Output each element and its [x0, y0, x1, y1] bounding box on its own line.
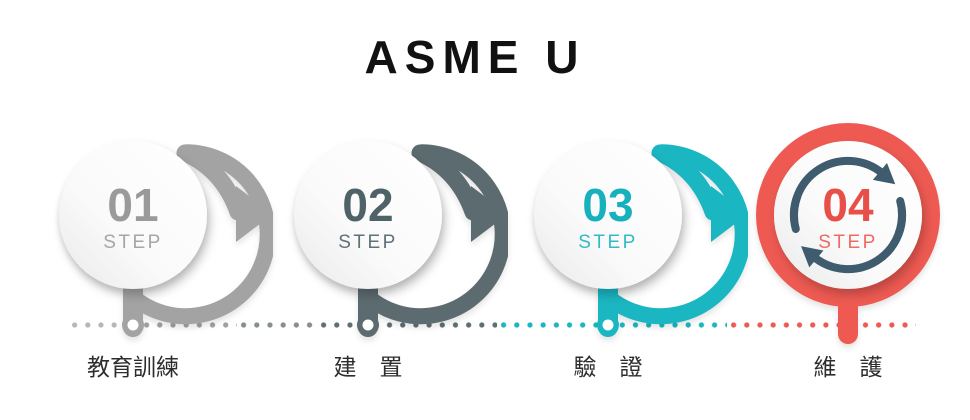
step-1-graphic: [59, 141, 273, 337]
next-arrow-icon: [236, 186, 273, 242]
step-number: 02: [342, 179, 394, 231]
step-3-text: 03 STEP: [538, 182, 678, 254]
step-4-text: 04 STEP: [778, 182, 918, 254]
next-arrow-icon: [711, 186, 748, 242]
cycle-arrowhead-bottom: [801, 246, 824, 268]
step-pin-hole: [127, 319, 139, 331]
page-title: ASME U: [364, 31, 586, 83]
step-label-2: 建 置: [333, 354, 403, 380]
next-arrow-shaft: [411, 144, 482, 221]
timeline-dots-segment: [237, 322, 317, 328]
step-word: STEP: [103, 232, 163, 253]
step-2: 02 STEP: [268, 110, 508, 355]
step-3-graphic: [534, 141, 748, 337]
timeline-dots-segment: [140, 322, 237, 328]
step-3: 03 STEP: [508, 110, 748, 355]
step-inner-circle: [59, 141, 207, 289]
step-2-text: 02 STEP: [298, 182, 438, 254]
step-ring: [756, 123, 940, 307]
step-number: 04: [822, 179, 874, 231]
step-label-3: 驗 證: [573, 354, 643, 380]
timeline-dots-segment: [727, 322, 916, 328]
cycle-dash-right: [894, 206, 906, 238]
step-4: 04 STEP: [748, 110, 970, 355]
step-1-text: 01 STEP: [63, 182, 203, 254]
step-pin-hole: [602, 319, 614, 331]
step-pin-hole: [362, 319, 374, 331]
next-arrow-shaft: [176, 144, 247, 221]
step-ring: [362, 144, 508, 325]
step-ring: [127, 144, 273, 325]
cycle-arrows-icon: [789, 156, 907, 274]
step-1: 01 STEP: [33, 110, 273, 355]
next-arrow-shaft: [651, 144, 722, 221]
timeline-dots-segment: [317, 322, 497, 328]
step-inner-circle: [534, 141, 682, 289]
step-number: 01: [107, 179, 159, 231]
step-word: STEP: [578, 232, 638, 253]
step-inner-circle: [294, 141, 442, 289]
timeline-dots-segment: [68, 322, 140, 328]
step-2-graphic: [294, 141, 508, 337]
step-number: 03: [582, 179, 634, 231]
step-ring: [602, 144, 748, 325]
step-word: STEP: [818, 232, 878, 253]
step-word: STEP: [338, 232, 398, 253]
cycle-dash-left: [790, 192, 802, 224]
next-arrow-icon: [471, 186, 508, 242]
step-label-4: 維 護: [813, 354, 883, 380]
cycle-arrowhead-top: [872, 163, 896, 185]
step-label-1: 教育訓練: [87, 354, 179, 380]
